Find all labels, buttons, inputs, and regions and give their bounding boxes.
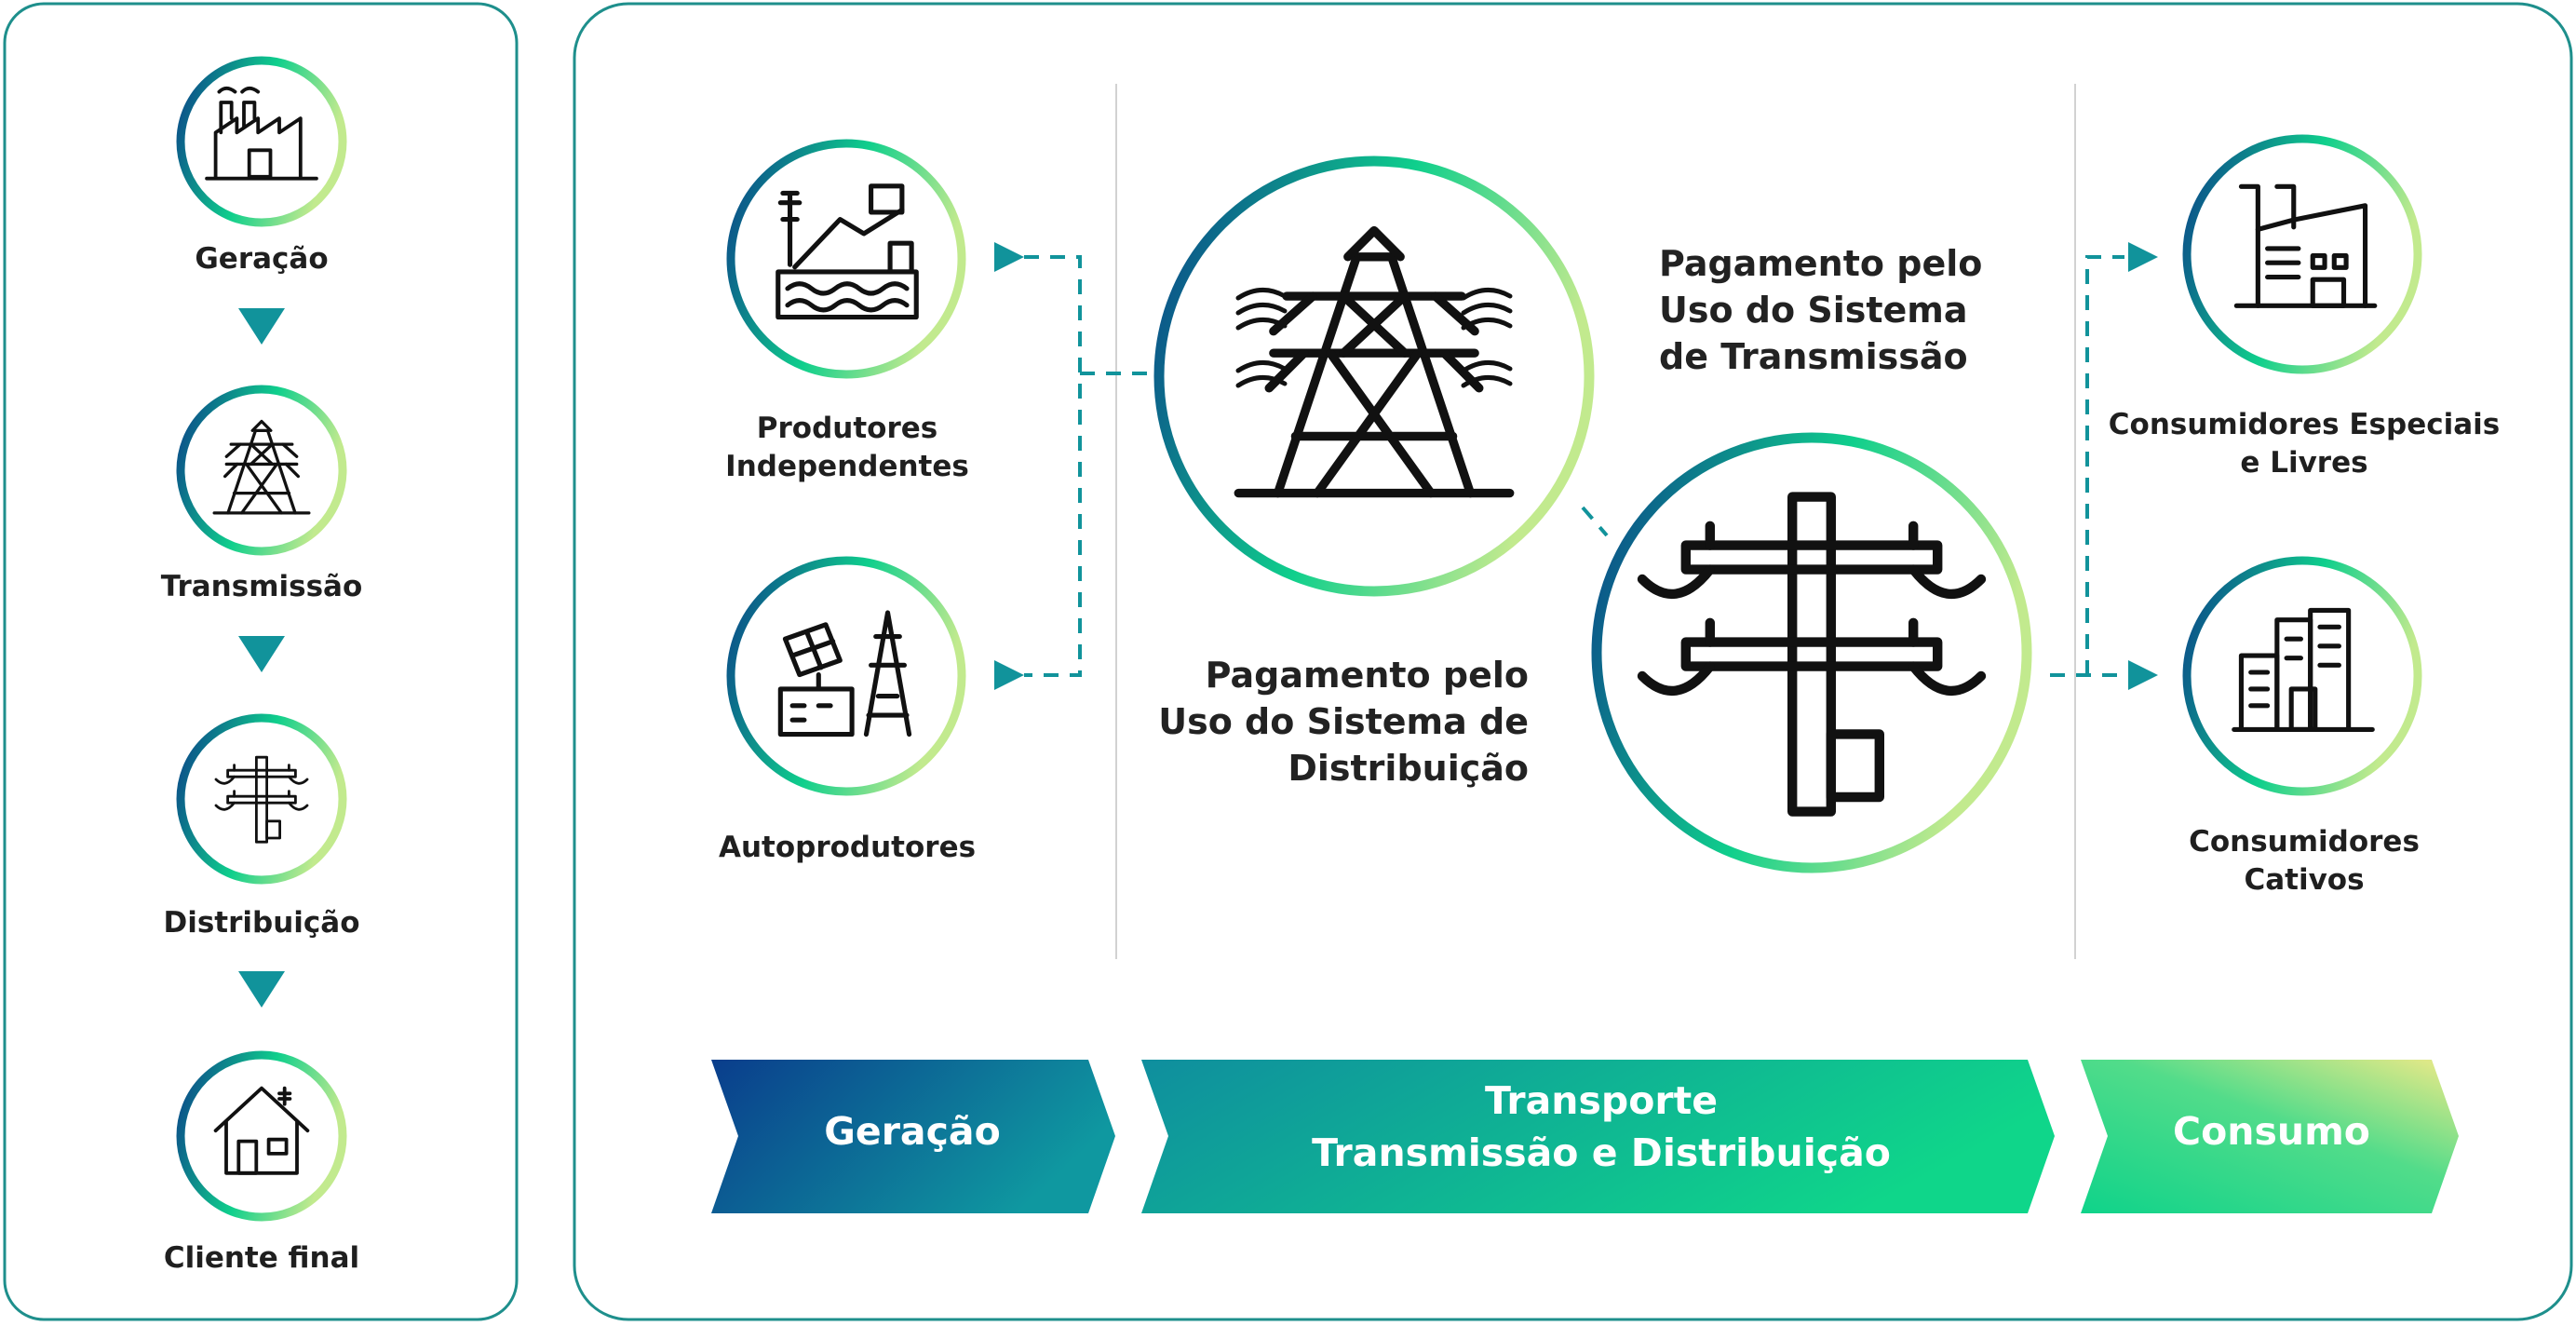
power-waves-icon <box>1235 288 1513 331</box>
consumer-label-line: Consumidores <box>2189 825 2420 859</box>
consumer-label-line: e Livres <box>2240 446 2368 480</box>
consumer-label-cativos: Consumidores Cativos <box>2085 823 2523 900</box>
band-label-line: Transporte <box>1484 1078 1719 1123</box>
arrow-down-icon <box>238 636 285 672</box>
arrow-right-icon <box>2128 242 2158 272</box>
payment-label-line: Uso do Sistema de <box>1158 701 1529 742</box>
producer-autoprodutores <box>726 556 966 796</box>
payment-transmissao-node <box>1153 156 1595 597</box>
producer-label-autoprodutores: Autoprodutores <box>718 831 977 864</box>
arrow-down-icon <box>238 971 285 1008</box>
arrow-right-icon <box>994 242 1024 272</box>
flow-connectors <box>1024 255 2124 677</box>
payment-label-line: de Transmissão <box>1659 336 1968 377</box>
consumer-label-especiais: Consumidores Especiais e Livres <box>2085 406 2523 482</box>
band-consumo <box>2081 1060 2459 1213</box>
consumer-especiais <box>2182 134 2422 374</box>
step-label-cliente: Cliente final <box>163 1241 360 1275</box>
consumer-label-line: Consumidores Especiais <box>2108 408 2501 441</box>
band-label-geracao: Geração <box>824 1109 1001 1154</box>
band-geracao <box>711 1060 1115 1213</box>
arrow-down-icon <box>238 308 285 345</box>
left-step-distribuicao <box>176 713 347 885</box>
band-transporte <box>1141 1060 2055 1213</box>
left-step-cliente <box>176 1050 347 1222</box>
payment-label-transmissao: Pagamento pelo Uso do Sistema de Transmi… <box>1659 240 1982 380</box>
payment-label-line: Pagamento pelo <box>1659 243 1983 284</box>
consumer-cativos <box>2182 556 2422 796</box>
left-step-transmissao <box>176 385 347 556</box>
producer-label-line: Independentes <box>725 450 969 483</box>
main-panel <box>573 2 2573 1321</box>
band-label-line: Transmissão e Distribuição <box>1312 1130 1891 1175</box>
payment-label-distribuicao: Pagamento pelo Uso do Sistema de Distrib… <box>1145 652 1529 792</box>
step-label-transmissao: Transmissão <box>160 570 363 603</box>
producer-independentes <box>726 139 966 379</box>
consumer-label-line: Cativos <box>2244 863 2365 897</box>
arrow-right-icon <box>994 660 1024 690</box>
step-label-geracao: Geração <box>195 242 329 276</box>
producer-label-line: Produtores <box>756 412 938 445</box>
band-label-consumo: Consumo <box>2173 1109 2370 1154</box>
step-label-distribuicao: Distribuição <box>163 906 360 940</box>
power-waves-icon <box>1235 360 1513 388</box>
band-label-transporte: Transporte Transmissão e Distribuição <box>1164 1075 2039 1179</box>
payment-label-line: Pagamento pelo <box>1205 655 1529 696</box>
payment-label-line: Uso do Sistema <box>1659 290 1968 331</box>
payment-distribuicao-node <box>1591 432 2032 873</box>
left-step-geracao <box>176 56 347 227</box>
producer-label-independentes: Produtores Independentes <box>680 410 1015 486</box>
arrow-right-icon <box>2128 660 2158 690</box>
payment-label-line: Distribuição <box>1288 748 1529 789</box>
